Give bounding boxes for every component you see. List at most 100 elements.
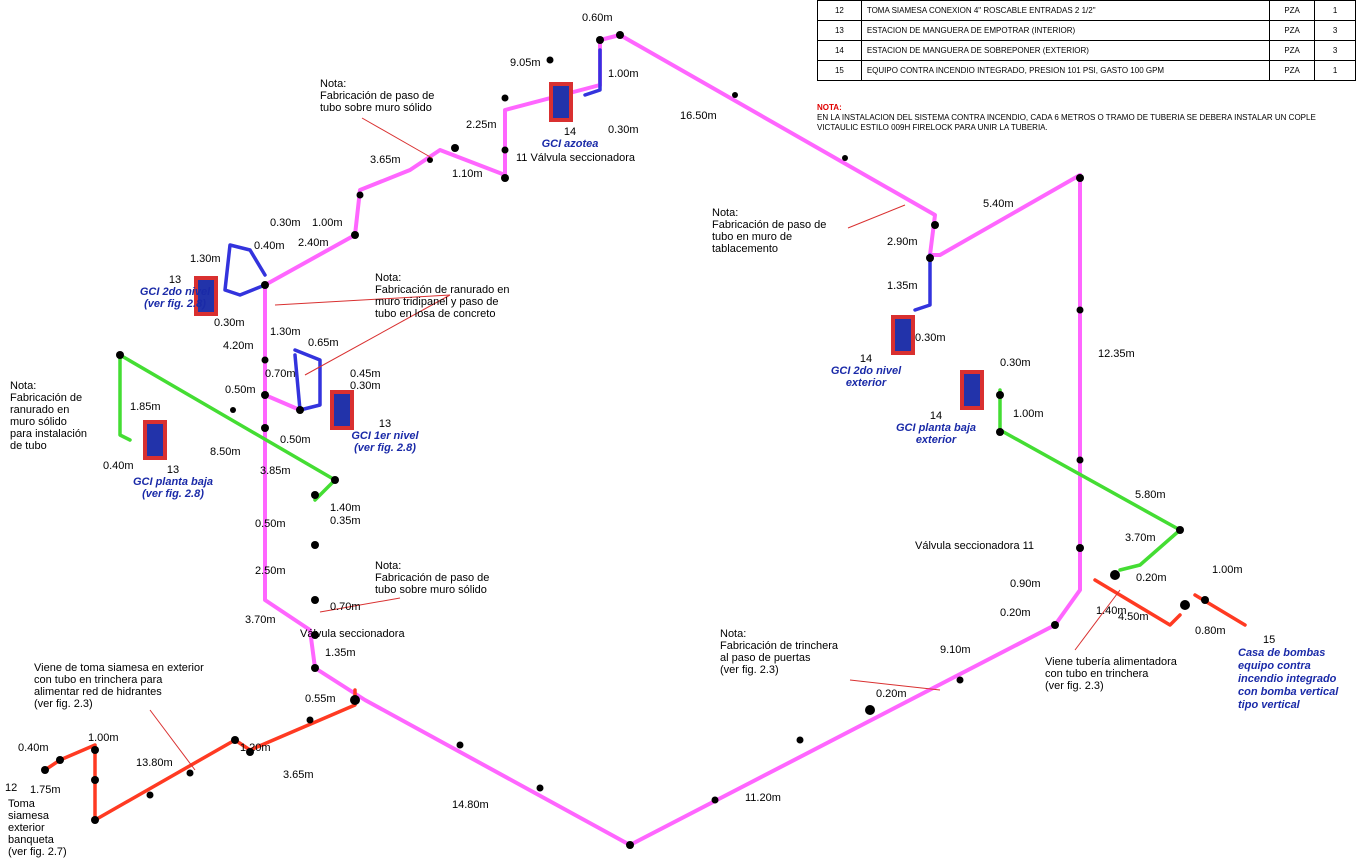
leader-lines: [149, 117, 1121, 771]
dim-label: 0.30m: [270, 217, 301, 229]
dim-label: 1.00m: [1013, 408, 1044, 420]
dim-label: 8.50m: [210, 446, 241, 458]
valve-label-right: Válvula seccionadora 11: [915, 540, 1035, 552]
dim-label: 2.25m: [466, 119, 497, 131]
pump-house-label: 15 Casa de bombas equipo contra incendio…: [1238, 634, 1339, 711]
note-toma-siamesa: Viene de toma siamesa en exterior con tu…: [34, 662, 204, 710]
dim-label: 3.70m: [1125, 532, 1156, 544]
dim-label: 16.50m: [680, 110, 717, 122]
dim-label: 0.30m: [214, 317, 245, 329]
note-text: EN LA INSTALACION DEL SISTEMA CONTRA INC…: [817, 113, 1316, 132]
dim-label: 0.30m: [608, 124, 639, 136]
cabinet-1er-nivel: [330, 390, 354, 430]
dim-label: 0.60m: [582, 12, 613, 24]
note-paso-muro-solido-1: Nota: Fabricación de paso de tubo sobre …: [320, 78, 435, 114]
hose-cabinets: [143, 82, 984, 460]
dim-label: 1.30m: [270, 326, 301, 338]
dim-label: 4.20m: [223, 340, 254, 352]
dim-label: 2.50m: [255, 565, 286, 577]
installation-note: NOTA: EN LA INSTALACION DEL SISTEMA CONT…: [817, 103, 1317, 133]
cabinet-planta-baja: [143, 420, 167, 460]
dim-label: 9.05m: [510, 57, 541, 69]
dim-label: 0.40m: [103, 460, 134, 472]
dim-label: 1.85m: [130, 401, 161, 413]
dim-label: 0.45m: [350, 368, 381, 380]
dim-label: 1.00m: [1212, 564, 1243, 576]
dim-label: 1.00m: [88, 732, 119, 744]
dim-label: 11.20m: [745, 792, 781, 804]
dim-label: 0.50m: [280, 434, 311, 446]
dim-label: 0.40m: [254, 240, 285, 252]
dim-label: 0.90m: [1010, 578, 1041, 590]
dim-label: 0.50m: [255, 518, 286, 530]
dim-label: 1.00m: [608, 68, 639, 80]
siamese-number: 12: [5, 782, 18, 794]
note-paso-muro-solido-2: Nota: Fabricación de paso de tubo sobre …: [375, 560, 490, 596]
dim-label: 0.30m: [350, 380, 381, 392]
dim-label: 0.40m: [18, 742, 49, 754]
dim-label: 1.20m: [240, 742, 271, 754]
dim-label: 1.75m: [30, 784, 61, 796]
dim-label: 4.50m: [1118, 611, 1149, 623]
dim-label: 0.20m: [1136, 572, 1167, 584]
dim-label: 14.80m: [452, 799, 489, 811]
note-ranurado-tridipanel: Nota: Fabricación de ranurado en muro tr…: [375, 272, 510, 320]
cabinet-azotea: [549, 82, 573, 122]
dim-label: 1.40m: [330, 502, 361, 514]
dim-label: 1.30m: [190, 253, 221, 265]
cabinet-planta-baja-exterior: [960, 370, 984, 410]
dim-label: 0.55m: [305, 693, 336, 705]
valve-label-top: 11 Válvula seccionadora: [516, 152, 636, 164]
dim-label: 0.35m: [330, 515, 361, 527]
dim-label: 5.40m: [983, 198, 1014, 210]
dim-label: 0.20m: [876, 688, 907, 700]
dim-label: 0.70m: [265, 368, 296, 380]
note-title: NOTA:: [817, 103, 842, 112]
cabinet-2do-nivel-exterior: [891, 315, 915, 355]
note-tuberia-alimentadora: Viene tubería alimentadora con tubo en t…: [1045, 656, 1177, 692]
dim-label: 1.40m: [1096, 605, 1127, 617]
note-ranurado-muro-solido: Nota: Fabricación de ranurado en muro só…: [10, 380, 88, 452]
dim-label: 0.65m: [308, 337, 339, 349]
dim-label: 1.00m: [312, 217, 343, 229]
note-trinchera: Nota: Fabricación de trinchera al paso d…: [720, 628, 839, 676]
fittings: [41, 31, 1209, 849]
dim-label: 13.80m: [136, 757, 173, 769]
pipe-2-5in: [118, 353, 1182, 572]
dim-label: 1.35m: [325, 647, 356, 659]
pipe-4in: [43, 578, 1247, 822]
pipe-2in: [223, 48, 932, 412]
dim-label: 0.50m: [225, 384, 256, 396]
valve-label-left: Válvula seccionadora: [300, 628, 405, 640]
dim-label: 0.30m: [1000, 357, 1031, 369]
dim-label: 0.20m: [1000, 607, 1031, 619]
siamese-label: Toma siamesa exterior banqueta (ver fig.…: [8, 798, 67, 858]
dim-label: 0.30m: [915, 332, 946, 344]
note-tablacemento: Nota: Fabricación de paso de tubo en mur…: [712, 207, 827, 255]
dim-label: 3.85m: [260, 465, 291, 477]
dim-label: 1.10m: [452, 168, 483, 180]
dim-label: 2.90m: [887, 236, 918, 248]
dim-label: 5.80m: [1135, 489, 1166, 501]
dim-label: 3.70m: [245, 614, 276, 626]
dim-label: 12.35m: [1098, 348, 1135, 360]
dim-label: 1.35m: [887, 280, 918, 292]
dim-label: 3.65m: [283, 769, 314, 781]
dim-label: 0.80m: [1195, 625, 1226, 637]
dim-label: 2.40m: [298, 237, 329, 249]
dim-label: 0.70m: [330, 601, 361, 613]
cabinet-2do-nivel: [194, 276, 218, 316]
dim-label: 3.65m: [370, 154, 401, 166]
